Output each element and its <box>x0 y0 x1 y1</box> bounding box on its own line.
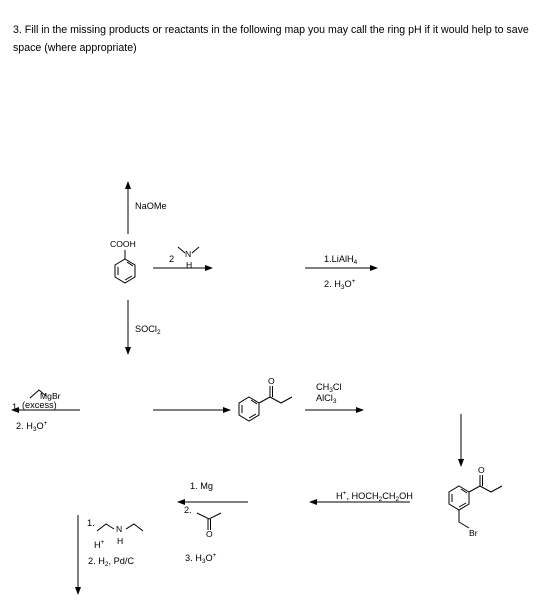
dimethylamine-structure <box>177 246 200 254</box>
grignard-excess-label: (excess) <box>22 400 57 410</box>
acetone-o-label: O <box>206 529 213 539</box>
amine-coefficient-label: 2 <box>169 254 175 264</box>
ethylmagnesium-bromide-structure <box>29 389 47 399</box>
right-ketone-o-label: O <box>478 465 485 475</box>
mg-step2-label: 2. <box>184 505 192 515</box>
amine-h-label: H <box>186 260 193 270</box>
mgbr-label: MgBr <box>40 391 61 401</box>
grignard-step1-number: 1. <box>12 402 20 412</box>
liaih4-label: 1.LiAlH4 <box>324 254 358 266</box>
amine-step1-label: 1. <box>87 518 95 528</box>
diethylamine-n-label: N <box>116 524 123 534</box>
phenyl-ketone-structure <box>238 386 293 422</box>
glycol-label: H+, HOCH2CH2OH <box>336 490 413 503</box>
mg-step3-label: 3. H3O+ <box>185 552 217 565</box>
ketone-o-label: O <box>268 376 275 386</box>
ch3cl-label: CH3Cl <box>316 382 342 394</box>
h3o-step2-label: 2. H3O+ <box>324 278 356 291</box>
alcl3-label: AlCl3 <box>316 393 337 405</box>
amine-hplus-label: H+ <box>94 539 105 550</box>
diethylamine-structure <box>96 523 144 532</box>
amine-step2-label: 2. H2, Pd/C <box>88 556 135 568</box>
br-label: Br <box>469 528 478 538</box>
bromomethyl-ketone-structure <box>448 475 503 529</box>
cooh-label: COOH <box>110 239 136 249</box>
diethylamine-h-label: H <box>117 536 124 546</box>
acetone-structure <box>196 512 222 530</box>
benzoic-acid-structure <box>114 250 136 284</box>
amine-n-label: N <box>185 249 192 259</box>
mg-step1-label: 1. Mg <box>190 481 213 491</box>
naome-label: NaOMe <box>135 201 167 211</box>
grignard-h3o-label: 2. H3O+ <box>16 420 48 433</box>
socl2-label: SOCl2 <box>135 324 161 336</box>
question-text: 3. Fill in the missing products or react… <box>13 24 529 54</box>
